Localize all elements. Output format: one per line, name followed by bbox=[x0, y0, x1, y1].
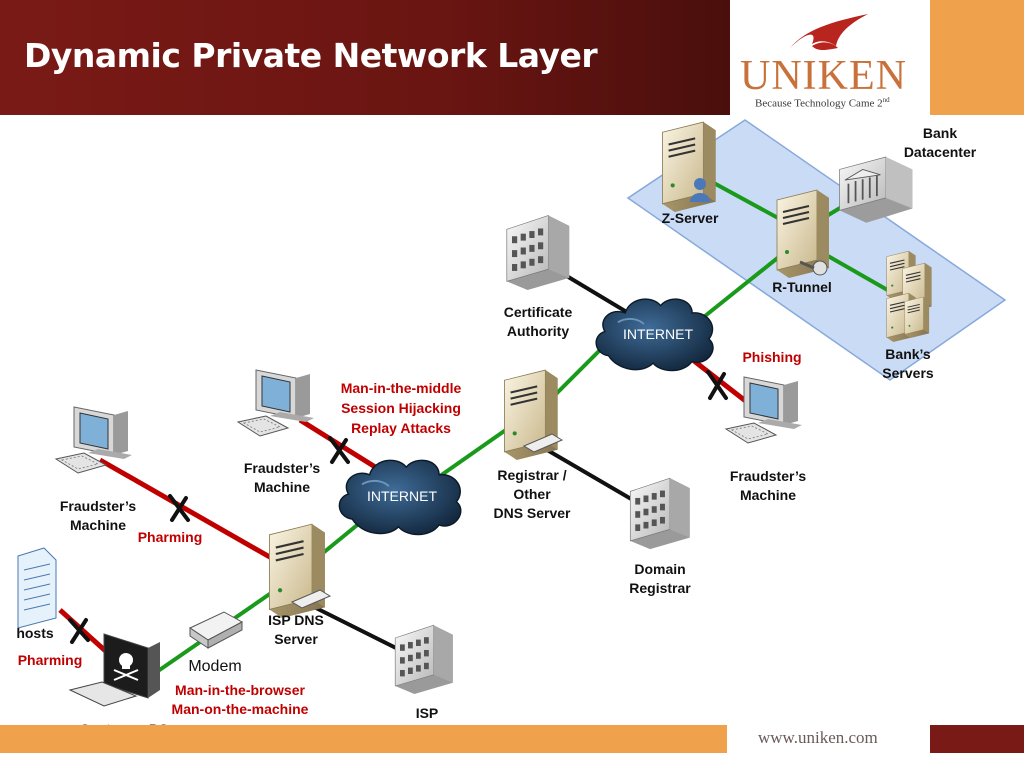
label-hosts: hosts bbox=[16, 625, 54, 641]
header-accent-block bbox=[930, 0, 1024, 115]
key-icon bbox=[799, 260, 828, 276]
desktop-pc-icon bbox=[237, 369, 315, 437]
label-pharming-bottom: Pharming bbox=[17, 652, 83, 668]
label-attacks-mitb: Man-in-the-browser Man-on-the-machine bbox=[171, 682, 309, 717]
label-certificate-authority: Certificate Authority bbox=[503, 304, 573, 339]
office-building-icon bbox=[629, 477, 691, 550]
blocked-x-icon bbox=[68, 370, 728, 644]
modem-icon bbox=[188, 611, 244, 649]
bank-building-icon bbox=[838, 156, 914, 224]
office-building-icon bbox=[394, 624, 454, 695]
label-z-server: Z-Server bbox=[661, 210, 719, 226]
network-switch-icon bbox=[290, 433, 564, 609]
label-domain-registrar: Domain Registrar bbox=[629, 561, 691, 596]
label-fraudster-machine-mid: Fraudster’s Machine bbox=[243, 460, 321, 495]
footer-bar bbox=[0, 725, 727, 753]
desktop-pc-icon bbox=[725, 376, 803, 444]
label-isp: ISP bbox=[415, 705, 439, 721]
skull-crossbones-icon bbox=[113, 653, 139, 681]
label-registrar-dns: Registrar / Other DNS Server bbox=[493, 467, 571, 521]
logo-wordmark: UNIKEN bbox=[740, 53, 907, 99]
label-internet-top: INTERNET bbox=[623, 326, 693, 342]
user-icon bbox=[690, 178, 710, 202]
label-internet-mid: INTERNET bbox=[367, 488, 437, 504]
office-building-icon bbox=[506, 214, 570, 290]
label-r-tunnel: R-Tunnel bbox=[772, 279, 832, 295]
desktop-pc-icon bbox=[55, 406, 133, 474]
label-bank-datacenter: Bank Datacenter bbox=[903, 125, 977, 160]
label-phishing: Phishing bbox=[742, 349, 802, 365]
header-bar bbox=[0, 0, 730, 115]
label-fraudster-machine-left: Fraudster’s Machine bbox=[59, 498, 137, 533]
footer-accent-block bbox=[930, 725, 1024, 753]
server-icon bbox=[886, 250, 933, 342]
label-isp-dns-server: ISP DNS Server bbox=[268, 612, 324, 647]
footer-url: www.uniken.com bbox=[758, 728, 878, 747]
document-icon bbox=[17, 547, 57, 629]
label-banks-servers: Bank’s Servers bbox=[882, 346, 934, 381]
label-pharming-left: Pharming bbox=[137, 529, 203, 545]
label-modem: Modem bbox=[188, 658, 242, 675]
label-fraudster-machine-right: Fraudster’s Machine bbox=[729, 468, 807, 503]
page-title: Dynamic Private Network Layer bbox=[24, 36, 598, 75]
logo-tagline: Because Technology Came 2nd bbox=[755, 96, 890, 110]
label-attacks-mitm: Man-in-the-middle Session Hijacking Repl… bbox=[340, 380, 462, 436]
